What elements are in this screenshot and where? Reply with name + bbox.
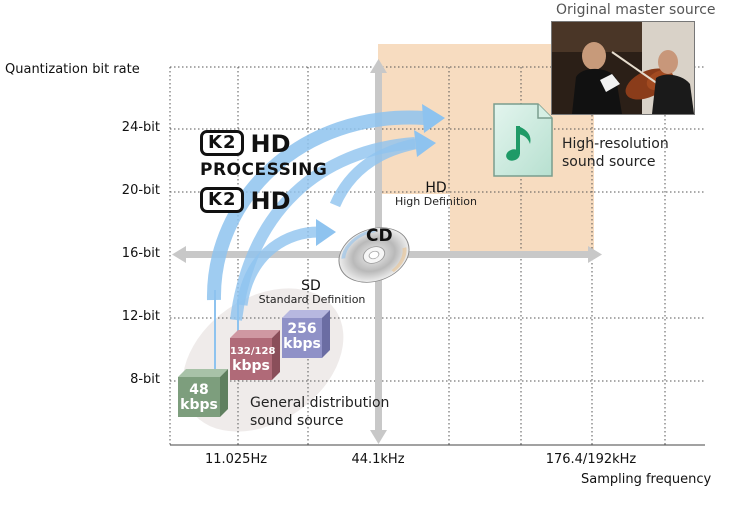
violinist-photo <box>551 21 695 115</box>
hires-label: High-resolution sound source <box>562 135 669 171</box>
cube-132-unit: kbps <box>232 358 270 374</box>
cd-label: CD <box>366 226 393 246</box>
cube-256 <box>282 310 330 358</box>
hd-zone-subtitle: High Definition <box>394 195 478 208</box>
general-label-line1: General distribution <box>250 395 390 411</box>
k2-hd-text: HD <box>250 129 291 158</box>
hires-label-line2: sound source <box>562 154 656 170</box>
music-file-icon <box>493 103 553 177</box>
general-label: General distribution sound source <box>250 394 389 430</box>
source-label: Original master source <box>556 2 716 18</box>
x-tick-11025: 11.025Hz <box>204 452 268 467</box>
cube-48-value: 48 <box>189 382 209 398</box>
hd-zone-title: HD <box>425 180 447 196</box>
cube-132-value: 132/128 <box>230 346 276 357</box>
cd-disc-icon <box>338 227 410 283</box>
cube-132 <box>230 330 280 380</box>
cube-48-unit: kbps <box>180 397 218 413</box>
upconversion-arrows <box>206 110 426 321</box>
sd-zone-title: SD <box>301 278 321 294</box>
k2-hd-text: HD <box>250 186 291 215</box>
y-tick-24: 24-bit <box>121 120 160 135</box>
y-tick-16: 16-bit <box>121 246 160 261</box>
x-tick-1764: 176.4/192kHz <box>545 452 637 467</box>
x-tick-441: 44.1kHz <box>351 452 405 467</box>
cube-256-unit: kbps <box>283 336 321 352</box>
processing-text: PROCESSING <box>200 160 328 180</box>
general-label-line2: sound source <box>250 413 344 429</box>
cube-256-value: 256 <box>287 321 317 337</box>
sd-zone-subtitle: Standard Definition <box>258 293 366 306</box>
k2-mark: K2 <box>200 187 245 213</box>
k2-mark: K2 <box>200 130 245 156</box>
hires-label-line1: High-resolution <box>562 136 669 152</box>
y-tick-20: 20-bit <box>121 183 160 198</box>
x-axis-title: Sampling frequency <box>581 472 712 487</box>
y-tick-8: 8-bit <box>130 372 160 387</box>
y-axis-title: Quantization bit rate <box>5 62 140 77</box>
cube-256-label: 256 kbps <box>282 322 322 352</box>
cube-48 <box>178 369 228 417</box>
upconversion-arrowheads <box>316 104 445 246</box>
y-tick-12: 12-bit <box>121 309 160 324</box>
cube-48-label: 48 kbps <box>178 383 220 413</box>
cube-132-label: 132/128 kbps <box>230 344 276 374</box>
